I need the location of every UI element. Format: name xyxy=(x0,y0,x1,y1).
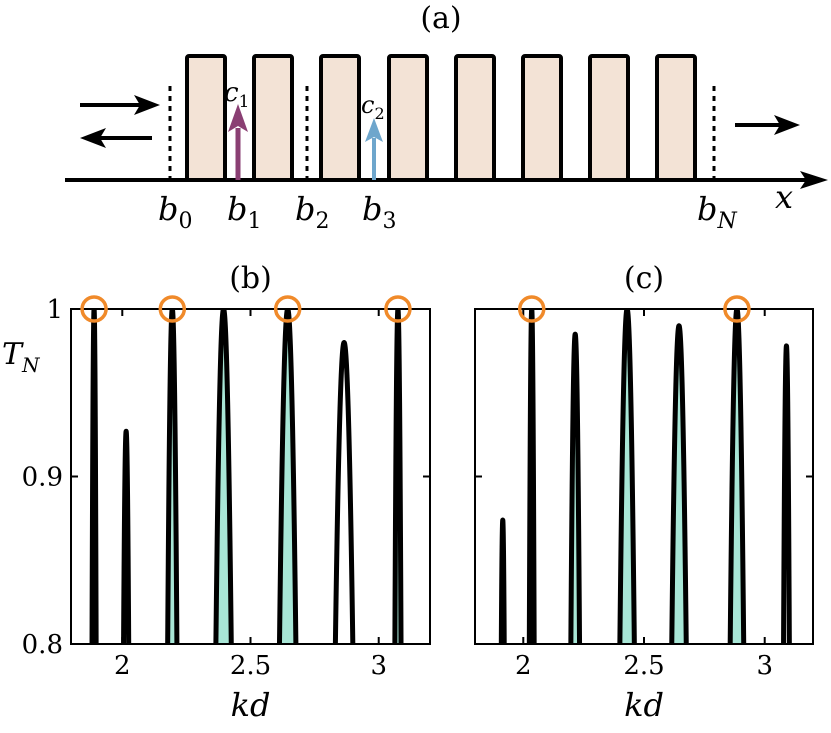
peak-c-6 xyxy=(727,309,747,644)
barrier-2 xyxy=(252,54,294,182)
xtick-label-b-0: 2 xyxy=(114,651,131,681)
xtick-label-c-2: 3 xyxy=(756,651,773,681)
peak-c-4 xyxy=(617,309,637,644)
transmitted-arrow-right xyxy=(735,115,800,135)
b3-label: b3 xyxy=(362,190,396,234)
peak-c-3 xyxy=(568,331,583,644)
bN-label: bN xyxy=(697,190,737,234)
incident-arrow-right xyxy=(80,95,160,115)
resonance-circle-b-1 xyxy=(80,295,108,323)
x-axis-arrowhead xyxy=(800,171,828,189)
c2-label: c2 xyxy=(361,91,385,123)
ytick-label-b-0: 0.8 xyxy=(22,630,63,660)
panel-a-schematic: (a) x c1 xyxy=(65,1,828,234)
barrier-3 xyxy=(319,54,361,182)
resonance-circle-b-5 xyxy=(273,295,302,323)
xtick-label-c-1: 2.5 xyxy=(623,651,664,681)
chart-panel-b: (b) 2 2.5 3 0.8 0.9 1 kd TN xyxy=(2,261,431,724)
barrier-group xyxy=(185,54,697,182)
reflected-arrow-left xyxy=(80,128,152,148)
barrier-4 xyxy=(387,54,429,182)
xlabel-c: kd xyxy=(624,686,664,724)
axes-box-c xyxy=(474,308,814,645)
x-axis-label: x xyxy=(775,178,793,216)
plot-area-b xyxy=(89,309,404,644)
peak-b-2 xyxy=(121,428,132,644)
xtick-label-b-1: 2.5 xyxy=(230,651,271,681)
barrier-8 xyxy=(655,54,697,182)
chart-panel-c: (c) 2 2.5 3 kd xyxy=(474,261,814,724)
peak-b-6 xyxy=(332,340,356,644)
c1-label: c1 xyxy=(224,78,249,112)
peak-b-3 xyxy=(165,309,180,644)
xtick-label-b-2: 3 xyxy=(370,651,387,681)
plot-area-c xyxy=(498,309,792,644)
peak-b-5 xyxy=(276,309,299,644)
c1-arrow xyxy=(228,104,248,180)
peak-b-7 xyxy=(392,309,404,644)
peak-c-1 xyxy=(498,517,507,644)
panel-b-label: (b) xyxy=(229,261,272,296)
barrier-1 xyxy=(185,54,227,182)
peak-c-5 xyxy=(669,323,689,644)
ylabel-b: TN xyxy=(2,337,41,377)
resonance-circle-b-7 xyxy=(384,295,412,323)
barrier-5 xyxy=(454,54,496,182)
peak-b-4 xyxy=(213,309,234,644)
b0-label: b0 xyxy=(158,190,192,234)
resonance-circle-c-6 xyxy=(723,295,751,323)
panel-a-label: (a) xyxy=(420,1,461,36)
xlabel-b: kd xyxy=(231,686,271,724)
b1-label: b1 xyxy=(227,190,261,234)
peak-b-1 xyxy=(89,309,99,644)
barrier-6 xyxy=(521,54,563,182)
peak-c-2 xyxy=(526,309,537,644)
peak-b-4-shade xyxy=(215,309,232,644)
c2-arrow xyxy=(365,118,383,180)
peak-c-7 xyxy=(781,343,792,644)
panel-c-label: (c) xyxy=(624,261,664,296)
ytick-label-b-1: 0.9 xyxy=(22,463,63,493)
ytick-label-b-2: 1 xyxy=(46,295,63,325)
resonance-circle-b-3 xyxy=(158,295,187,323)
resonance-circle-c-2 xyxy=(517,295,546,323)
xtick-label-c-0: 2 xyxy=(515,651,532,681)
barrier-7 xyxy=(588,54,630,182)
b2-label: b2 xyxy=(295,190,329,234)
